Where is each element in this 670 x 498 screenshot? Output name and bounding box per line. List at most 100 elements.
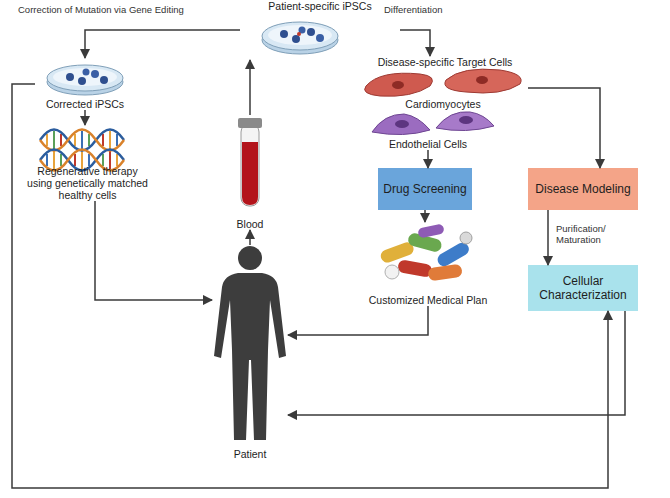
connector	[12, 84, 608, 488]
cell	[280, 30, 288, 38]
blood-tube	[238, 118, 262, 206]
cell-nucleus	[392, 81, 404, 89]
dna-rung	[109, 131, 111, 149]
cell	[66, 73, 74, 81]
node-label: Patient-specific iPSCs	[240, 0, 400, 12]
illustration-node: Endothelial Cells	[368, 110, 488, 150]
cell-nucleus	[459, 116, 473, 124]
cardiomyocyte-cell	[365, 73, 433, 96]
box-label: Drug Screening	[382, 182, 468, 196]
connector	[427, 150, 429, 168]
connector	[288, 306, 428, 335]
capsule	[435, 240, 471, 268]
cell	[292, 35, 300, 43]
illustration-node: Patient	[212, 245, 288, 460]
cell-nucleus	[395, 120, 409, 128]
mutation-dot	[297, 32, 301, 36]
cell	[100, 76, 108, 84]
dna-strand	[40, 130, 124, 151]
illustration-node: Regenerative therapy using genetically m…	[25, 125, 150, 201]
illustration-node: Blood	[225, 115, 275, 230]
dna-rung	[74, 134, 76, 146]
node-label: Cardiomyocytes	[358, 98, 528, 110]
dish-medium	[53, 68, 117, 86]
tube-glass	[241, 124, 259, 206]
illustration-node: Cardiomyocytes	[358, 70, 528, 110]
patient-figure	[214, 246, 286, 440]
dna-rung	[116, 134, 118, 146]
dna-rung	[74, 154, 76, 166]
edge-label: Purification/ Maturation	[556, 223, 626, 245]
illustration-node: Customized Medical Plan	[358, 222, 498, 306]
cardiomyocytes	[365, 69, 522, 96]
connector	[95, 201, 212, 300]
tablet	[460, 232, 472, 244]
dna-rung	[88, 134, 90, 146]
dna-rung	[46, 154, 48, 166]
connector	[249, 230, 251, 245]
box-label: Disease Modeling	[532, 182, 634, 196]
figure-body	[214, 273, 286, 440]
connector	[400, 30, 430, 56]
pills	[379, 223, 472, 281]
process-box: Cellular Characterization	[528, 265, 638, 311]
dna-strand	[40, 130, 124, 151]
node-label: Disease-specific Target Cells	[355, 56, 535, 68]
connector	[85, 30, 240, 58]
dish-body	[47, 65, 123, 91]
node-label: Patient	[212, 448, 288, 460]
connector	[249, 60, 251, 115]
process-box: Disease Modeling	[528, 168, 638, 210]
figure-head	[238, 246, 262, 270]
tube-cap	[238, 118, 262, 128]
box-label: Cellular Characterization	[532, 274, 634, 302]
cell	[307, 28, 315, 36]
dna-rung	[60, 154, 62, 166]
cell	[91, 70, 99, 78]
process-box: Drug Screening	[378, 168, 472, 210]
dna-rung	[53, 131, 55, 149]
connector	[547, 210, 549, 265]
node-label: Blood	[225, 218, 275, 230]
capsule	[417, 223, 445, 238]
dna-rung	[46, 134, 48, 146]
dna-rung	[102, 134, 104, 146]
node-label: Customized Medical Plan	[358, 294, 498, 306]
endothelial-cell	[372, 114, 430, 135]
cell-nucleus	[476, 76, 488, 84]
cell	[78, 77, 86, 85]
cell	[316, 34, 324, 42]
node-label: Endothelial Cells	[368, 138, 488, 150]
edge-label: Correction of Mutation via Gene Editing	[18, 4, 218, 15]
node-label: Corrected iPSCs	[35, 98, 135, 110]
illustration-node: Patient-specific iPSCs	[240, 0, 400, 60]
dna-helix	[40, 130, 124, 171]
capsule	[427, 264, 462, 282]
node-label: Regenerative therapy using genetically m…	[25, 165, 150, 201]
dna-rung	[102, 154, 104, 166]
dna-rung	[60, 134, 62, 146]
connector	[528, 88, 600, 168]
dish-body	[262, 22, 338, 50]
endothelial-cell	[436, 112, 494, 131]
cardiomyocyte-cell	[445, 69, 521, 93]
edge-label: Differentiation	[384, 4, 474, 15]
dna-rung	[81, 131, 83, 149]
endothelial-cells	[372, 112, 494, 135]
connector	[424, 210, 426, 222]
dna-rung	[116, 154, 118, 166]
illustration-node: Corrected iPSCs	[35, 58, 135, 110]
cell	[83, 69, 90, 76]
connector	[84, 110, 86, 125]
blood-fill	[242, 142, 258, 205]
illustration-node: Disease-specific Target CellsCardiomyocy…	[355, 56, 535, 152]
dish-medium	[268, 25, 332, 45]
dna-rung	[88, 154, 90, 166]
petri-dish	[47, 65, 123, 95]
petri-dish	[262, 22, 338, 54]
